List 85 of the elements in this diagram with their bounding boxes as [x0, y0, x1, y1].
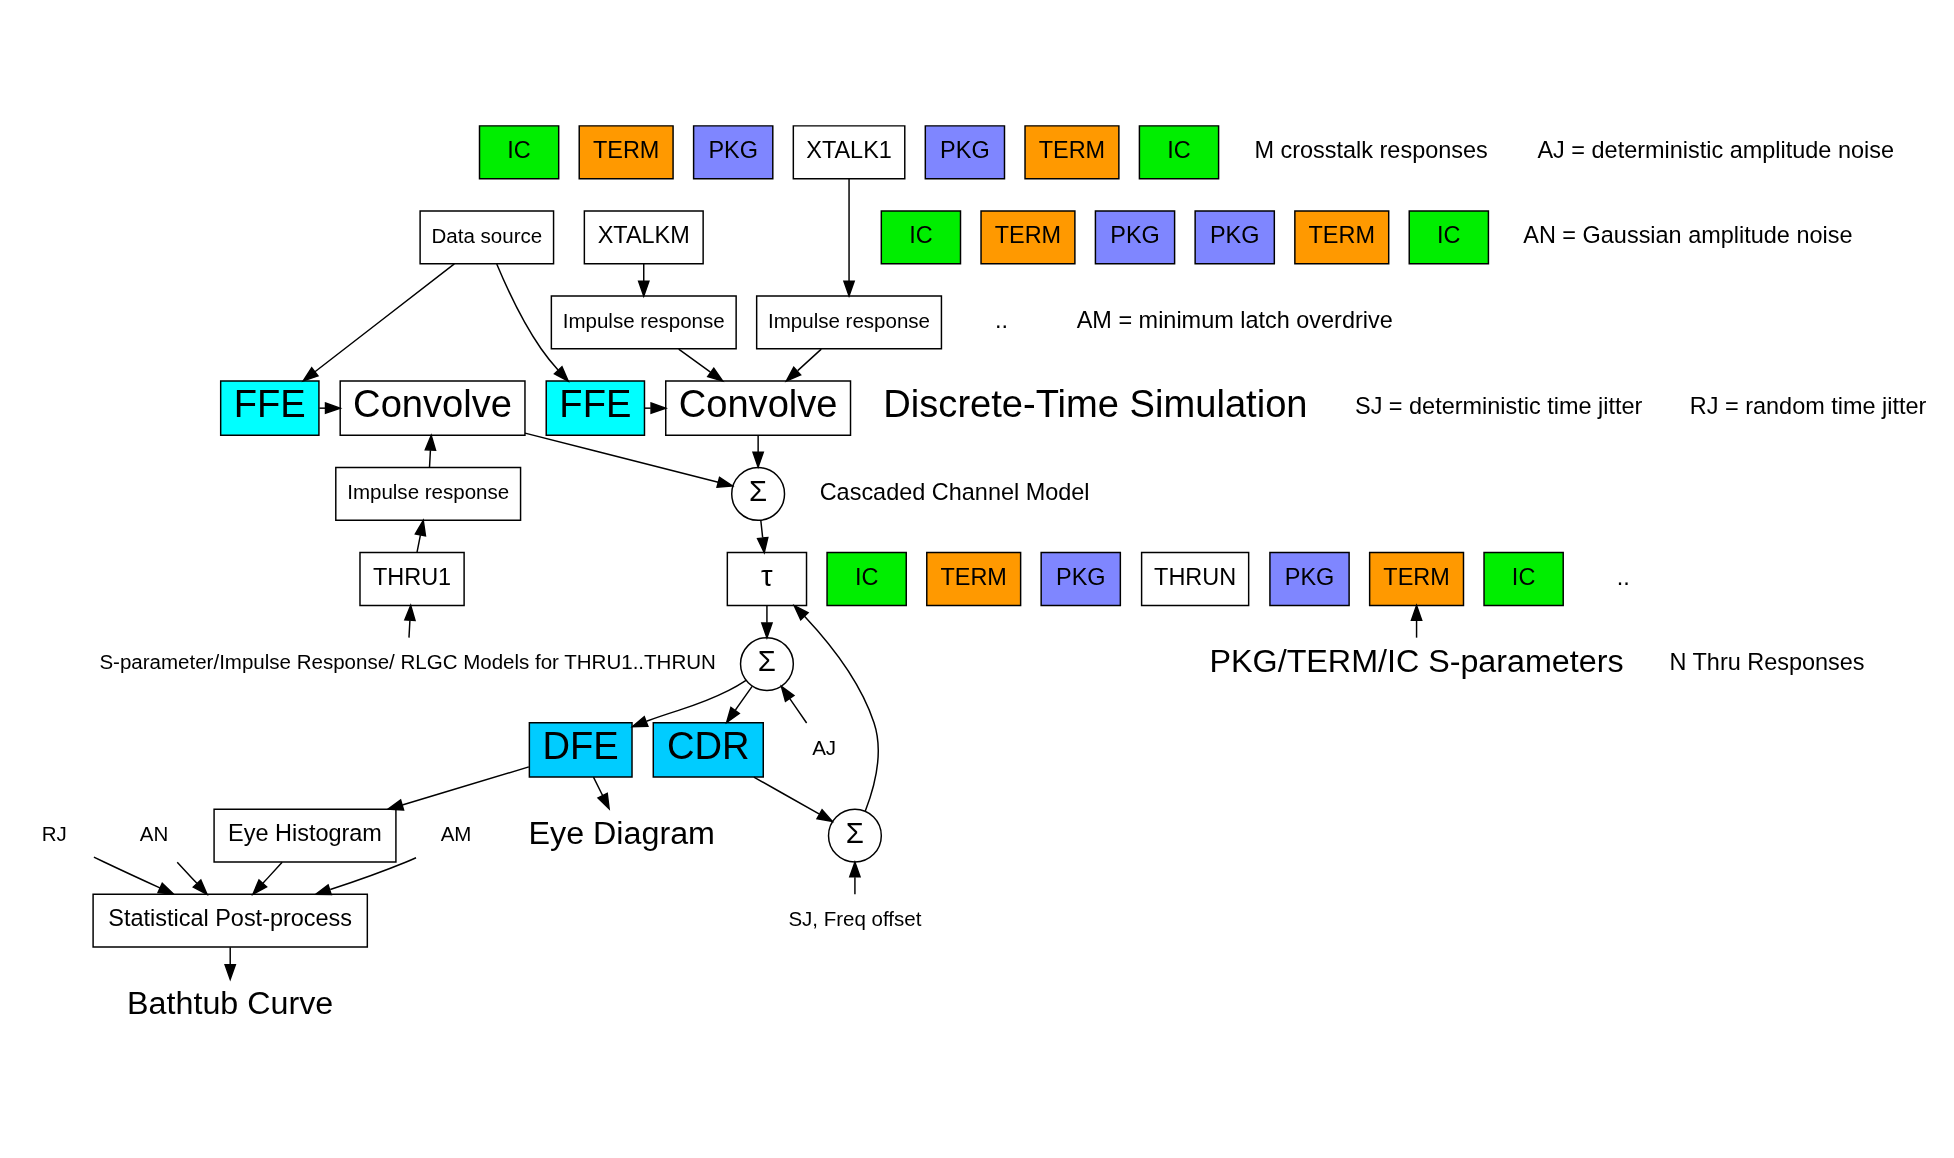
arrow: [760, 604, 774, 640]
arrow: [644, 402, 668, 415]
arrow: [756, 519, 769, 555]
arrow: [385, 766, 530, 811]
node-box: τ: [726, 551, 808, 607]
node-box: IC: [1483, 551, 1564, 607]
node-box: Convolve: [339, 380, 526, 437]
node-box: Impulse response: [335, 466, 522, 522]
node-text: AM: [440, 822, 472, 846]
arrow: [93, 856, 176, 895]
label: ..: [1616, 563, 1630, 590]
node-box: Data source: [419, 210, 555, 265]
arrow: [751, 434, 765, 470]
arrow: [313, 857, 417, 896]
arrow: [848, 859, 862, 896]
label: RJ = random time jitter: [1689, 392, 1927, 419]
label: AN = Gaussian amplitude noise: [1523, 221, 1853, 248]
node-box: PKG: [1269, 551, 1350, 607]
label: AM = minimum latch overdrive: [1076, 306, 1393, 333]
node-box: XTALK1: [792, 125, 906, 180]
node-box: IC: [880, 210, 962, 265]
node-text: AJ: [812, 736, 837, 760]
arrow: [592, 776, 611, 811]
arrow: [725, 685, 753, 725]
arrow: [842, 178, 856, 299]
node-box: Impulse response: [755, 295, 943, 350]
node-box: FFE: [219, 380, 320, 437]
label: ..: [995, 306, 1009, 333]
node-box: TERM: [1024, 125, 1120, 180]
node-box: Impulse response: [550, 295, 737, 350]
arrow: [524, 432, 735, 489]
node-box: Convolve: [665, 380, 852, 437]
arrow: [176, 861, 209, 896]
node-box: PKG: [1040, 551, 1122, 607]
node-text: SJ, Freq offset: [788, 907, 922, 931]
node-box: FFE: [545, 380, 646, 437]
arrow: [784, 348, 822, 383]
node-box: IC: [478, 125, 560, 180]
arrow: [403, 603, 417, 639]
arrow: [414, 518, 427, 554]
arrow: [677, 348, 725, 383]
node-box: IC: [826, 551, 907, 607]
arrow: [224, 946, 237, 982]
node-circle: Σ: [827, 808, 883, 863]
label: M crosstalk responses: [1254, 136, 1488, 163]
arrow: [630, 679, 747, 728]
node-text: Bathtub Curve: [127, 984, 334, 1021]
node-box: TERM: [1294, 210, 1390, 265]
arrow: [318, 402, 343, 415]
node-box: PKG: [692, 125, 774, 180]
node-text: PKG/TERM/IC S-parameters: [1209, 643, 1624, 680]
node-box: XTALKM: [583, 210, 704, 265]
node-circle: Σ: [739, 636, 795, 692]
arrow: [424, 433, 437, 468]
arrow: [753, 776, 835, 823]
label: Cascaded Channel Model: [819, 478, 1090, 505]
node-box: CDR: [652, 721, 764, 778]
label: Discrete-Time Simulation: [883, 382, 1308, 426]
node-box: DFE: [528, 721, 633, 778]
node-box: TERM: [578, 125, 674, 180]
node-box: TERM: [980, 210, 1076, 265]
node-box: IC: [1138, 125, 1220, 180]
node-text: RJ: [41, 822, 67, 846]
arrow: [780, 684, 808, 724]
node-box: PKG: [1194, 210, 1276, 265]
arrow: [496, 263, 570, 383]
arrow: [792, 604, 879, 812]
arrow: [251, 861, 283, 896]
node-circle: Σ: [731, 466, 786, 522]
node-box: PKG: [924, 125, 1006, 180]
arrow: [301, 263, 456, 383]
label: AJ = deterministic amplitude noise: [1537, 136, 1894, 163]
node-box: TERM: [926, 551, 1022, 607]
node-box: THRU1: [359, 551, 465, 607]
node-box: TERM: [1368, 551, 1465, 607]
label: SJ = deterministic time jitter: [1355, 392, 1643, 419]
node-box: PKG: [1094, 210, 1176, 265]
node-text: Eye Diagram: [528, 814, 715, 851]
node-box: Eye Histogram: [213, 808, 397, 863]
node-text: S-parameter/Impulse Response/ RLGC Models for THRU1..THRUN: [99, 650, 716, 674]
node-box: IC: [1408, 210, 1490, 265]
node-text: AN: [139, 822, 169, 846]
label: N Thru Responses: [1669, 648, 1865, 675]
node-box: THRUN: [1140, 551, 1250, 607]
node-box: Statistical Post-process: [92, 893, 369, 948]
